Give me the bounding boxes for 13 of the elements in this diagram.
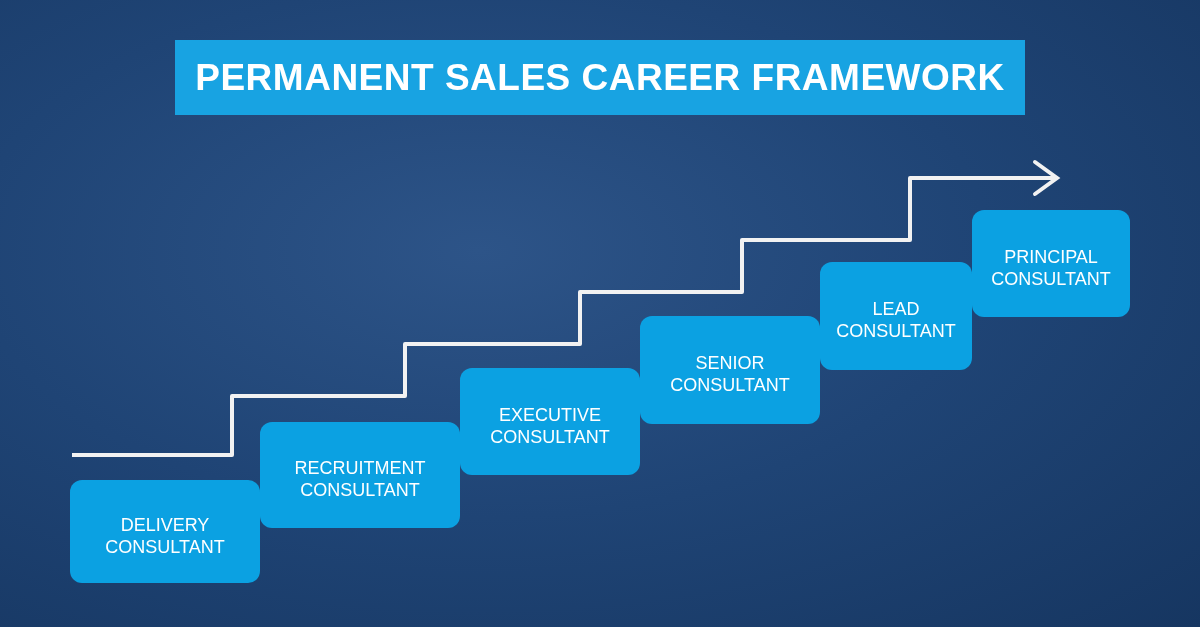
step-label: SENIOR CONSULTANT <box>669 352 791 396</box>
step-label: LEAD CONSULTANT <box>835 298 957 342</box>
title-banner: PERMANENT SALES CAREER FRAMEWORK <box>175 40 1025 115</box>
step-box <box>972 210 1130 317</box>
step-label: DELIVERY CONSULTANT <box>104 513 226 558</box>
step-label: RECRUITMENT CONSULTANT <box>293 457 427 501</box>
step-box <box>260 422 460 528</box>
step-box <box>70 480 260 583</box>
step-label: PRINCIPAL CONSULTANT <box>990 245 1112 290</box>
step-box <box>820 262 972 370</box>
step-label: EXECUTIVE CONSULTANT <box>489 403 611 448</box>
step-box <box>640 316 820 424</box>
step-box <box>460 368 640 475</box>
